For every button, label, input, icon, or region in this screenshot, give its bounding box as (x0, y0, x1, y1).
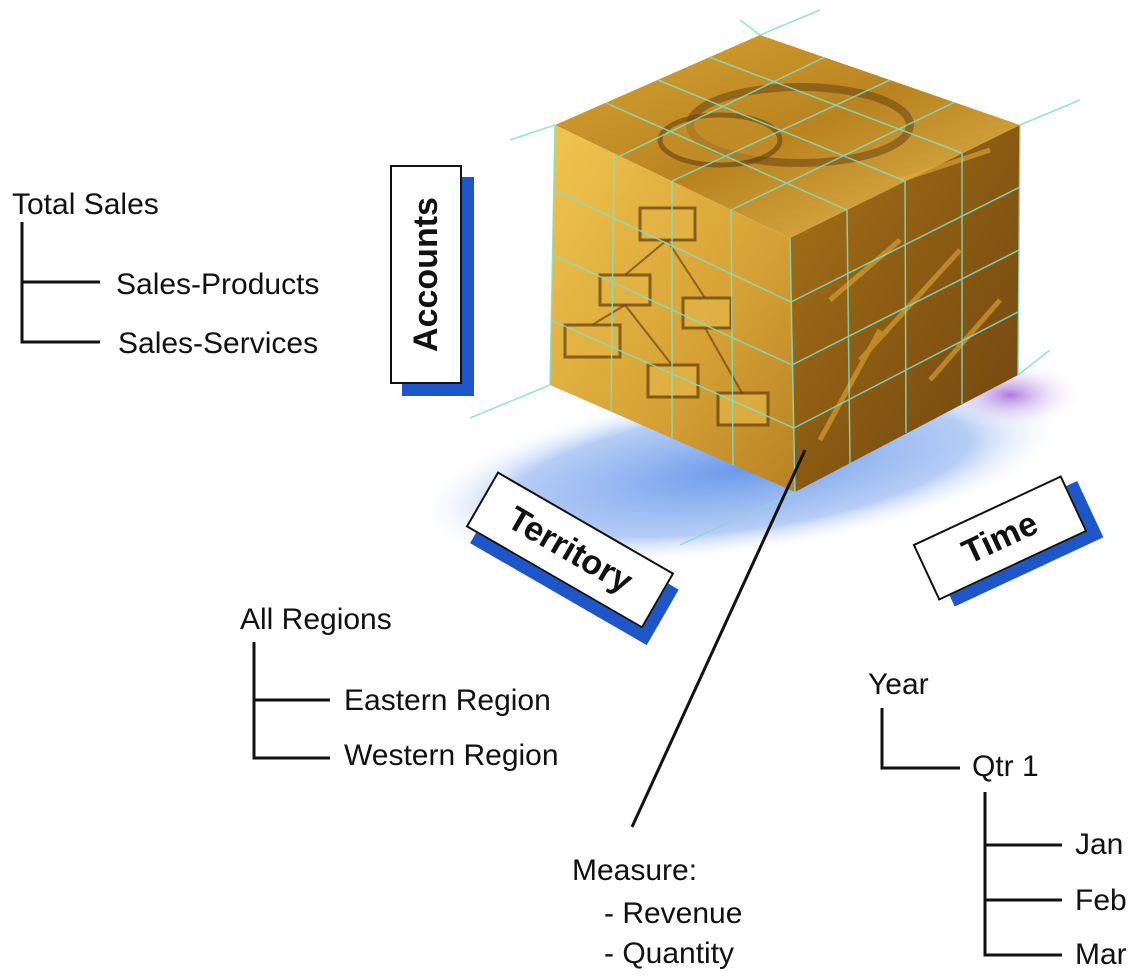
time-quarter: Qtr 1 (972, 750, 1039, 783)
measure-pointer-line (630, 449, 807, 828)
territory-root: All Regions (240, 603, 392, 636)
accounts-root: Total Sales (12, 188, 159, 221)
dimension-tag-accounts: Accounts (390, 165, 462, 384)
territory-child: Eastern Region (344, 684, 551, 717)
time-root: Year (868, 668, 929, 701)
territory-child: Western Region (344, 739, 559, 772)
accounts-child: Sales-Services (118, 327, 319, 360)
time-month: Jan (1075, 828, 1124, 861)
territory-tree-lines (252, 642, 330, 760)
quarter-tree-lines (983, 792, 1062, 957)
measure-item: - Quantity (604, 937, 735, 970)
time-month: Feb (1075, 884, 1127, 917)
time-month: Mar (1075, 938, 1127, 971)
accounts-tree-lines (20, 222, 100, 344)
accounts-child: Sales-Products (116, 268, 320, 301)
year-tree-lines (880, 708, 960, 770)
accounts-label: Accounts (406, 197, 445, 352)
measure-title: Measure: (572, 854, 698, 887)
measure-item: - Revenue (604, 897, 743, 930)
